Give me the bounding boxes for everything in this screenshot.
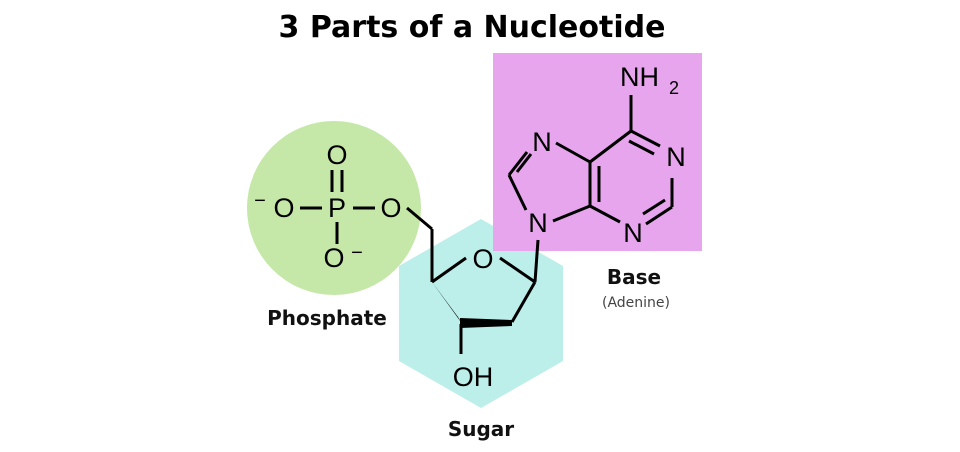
n1-c6-double-bond [628,139,655,156]
n9-c8-bond [507,174,528,211]
phosphate-label: Phosphate [267,306,387,330]
ring-oxygen: O [472,244,493,274]
o-c1-ring-bond [499,256,536,284]
phosphate-region [247,121,421,295]
c6-c5-bond [589,129,632,164]
base-label: Base [607,265,661,289]
phosphate-left-oxygen: O [273,193,294,223]
sugar-label: Sugar [448,417,514,441]
hydroxyl-group: OH [453,362,494,392]
phosphate-left-charge: − [254,190,266,212]
phosphorus-atom: P [328,193,346,223]
c3-c4-wedge-bond [432,282,463,325]
c8-n7-bond [507,151,529,176]
base-group: N N N N NH 2 [507,62,686,248]
sugar-group: O OH [406,206,540,392]
phosphate-bridge-oxygen: O [380,193,401,223]
o-ch2-bond [406,206,433,231]
phosphate-top-oxygen: O [326,140,347,170]
base-region [493,53,702,251]
amine-subscript: 2 [669,78,679,98]
n1-c6-bond [630,129,661,148]
c4-n9-bond [552,204,591,223]
n3-c2-bond [645,205,673,226]
phosphate-bottom-oxygen: O [323,243,344,273]
c8-n7-double-bond [515,153,533,173]
sugar-region [399,219,563,408]
c1-c2-bond [510,281,537,323]
c4-n3-bond [589,204,621,224]
c2-c3-wedge-bond [460,318,512,328]
adenine-n9: N [528,208,548,238]
glycosidic-bond [533,239,540,283]
adenine-n3: N [623,218,643,248]
n3-c2-double-bond [642,198,666,216]
page-title: 3 Parts of a Nucleotide [279,10,666,45]
phosphate-group: − O P O O O − [254,140,401,273]
amine-group: NH [620,62,659,92]
base-sublabel: (Adenine) [602,295,670,311]
phosphate-bottom-charge: − [351,242,363,264]
adenine-n1: N [666,142,686,172]
c4-o-ring-bond [431,256,467,284]
adenine-n7: N [532,127,552,157]
n7-c5-bond [555,141,591,164]
